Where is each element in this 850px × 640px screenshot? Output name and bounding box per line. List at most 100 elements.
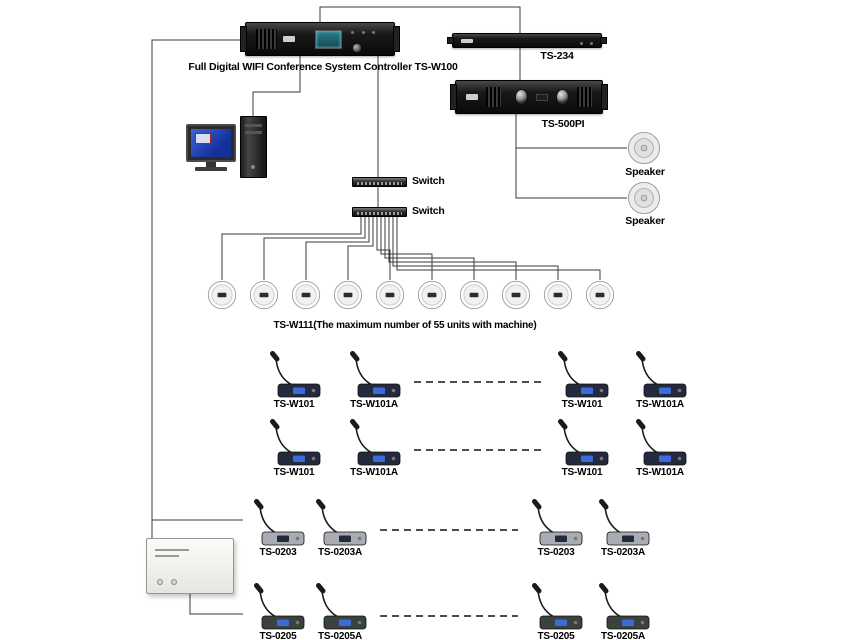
ts234-indicators [577,32,593,50]
amp-vents [577,87,593,107]
wifi-unit-icon [585,280,615,310]
amp-display [536,93,548,101]
mic-label: TS-0203 [537,547,575,558]
mic-label: TS-0205A [318,631,362,640]
amp-vents [486,87,501,107]
mic-label: TS-0203A [318,547,362,558]
box-marking [155,549,189,551]
drive-bay [245,124,262,127]
gooseneck-mic-icon [628,350,692,400]
mic-unit: TS-0203 [243,498,313,558]
gooseneck-mic-icon [550,350,614,400]
wifi-unit-icon [501,280,531,310]
mic-unit: TS-0205A [588,582,658,640]
wire [151,39,245,540]
mic-unit: TS-W101A [625,350,695,410]
controller-buttons [348,21,384,57]
wire [376,217,391,280]
switch-top-label: Switch [412,175,445,187]
gooseneck-mic-icon [262,350,326,400]
gooseneck-mic-icon [524,498,588,548]
wire [380,217,433,280]
wire [319,6,521,33]
pc-monitor [186,124,236,171]
mic-unit: TS-0203A [305,498,375,558]
mic-unit: TS-0203 [521,498,591,558]
wifi-unit-icon [375,280,405,310]
mic-label: TS-W101 [561,467,603,478]
switch-top-device [352,177,407,187]
mic-label: TS-0205 [259,631,297,640]
wifi-unit-icon [417,280,447,310]
switch-bottom-label: Switch [412,205,445,217]
gooseneck-mic-icon [262,418,326,468]
controller-vents [256,29,278,49]
wifi-unit-icon [207,280,237,310]
speaker-icon [627,181,661,215]
amp-knob-left [514,89,529,105]
button-dot [372,31,376,34]
mic-unit: TS-W101A [625,418,695,478]
controller-label: Full Digital WIFI Conference System Cont… [188,61,458,73]
wire [263,217,366,280]
drive-bay [245,131,262,134]
monitor-screen [191,129,231,157]
mic-label: TS-0203 [259,547,297,558]
mic-unit: TS-0203A [588,498,658,558]
wifi-unit-icon [459,280,489,310]
wifi-unit-icon [291,280,321,310]
ts500pi-device [450,80,608,114]
mic-unit: TS-0205A [305,582,375,640]
mic-unit: TS-W101 [547,350,617,410]
power-box [146,538,234,594]
wire [396,217,601,280]
mic-label: TS-W101A [350,399,398,410]
wire [252,56,301,118]
indicator-dot [579,41,583,45]
wire [221,217,362,280]
mic-unit: TS-W101 [259,350,329,410]
wire [388,217,517,280]
mic-label: TS-W101A [636,399,684,410]
controller-screen [315,29,343,49]
amp-knob-right [556,89,570,105]
mic-label: TS-W101A [636,467,684,478]
mic-unit: TS-W101A [339,418,409,478]
mic-unit: TS-W101 [547,418,617,478]
itc-logo [283,36,296,42]
terminal [157,579,163,585]
mic-label: TS-W101 [561,399,603,410]
wire [392,217,559,280]
monitor-base [195,167,227,171]
gooseneck-mic-icon [628,418,692,468]
switch-bottom-device [352,207,407,217]
mic-unit: TS-0205 [521,582,591,640]
gooseneck-mic-icon [591,582,655,632]
box-marking [155,555,179,557]
mic-label: TS-0205A [601,631,645,640]
power-button [251,165,255,169]
mic-label: TS-0203A [601,547,645,558]
button-dot [351,31,355,34]
wire [515,114,627,199]
indicator-dot [590,41,593,45]
wifi-row-label: TS-W111(The maximum number of 55 units w… [273,320,537,331]
pc-tower [240,116,267,178]
gooseneck-mic-icon [246,498,310,548]
gooseneck-mic-icon [342,350,406,400]
ts234-label: TS-234 [540,50,574,62]
wire [347,217,374,280]
gooseneck-mic-icon [524,582,588,632]
speaker-top-label: Speaker [625,166,665,178]
ts500pi-label: TS-500PI [541,118,585,130]
mic-label: TS-W101 [273,399,315,410]
mic-unit: TS-W101A [339,350,409,410]
gooseneck-mic-icon [591,498,655,548]
mic-label: TS-W101 [273,467,315,478]
gooseneck-mic-icon [342,418,406,468]
gooseneck-mic-icon [308,582,372,632]
mic-unit: TS-0205 [243,582,313,640]
wifi-unit-icon [249,280,279,310]
